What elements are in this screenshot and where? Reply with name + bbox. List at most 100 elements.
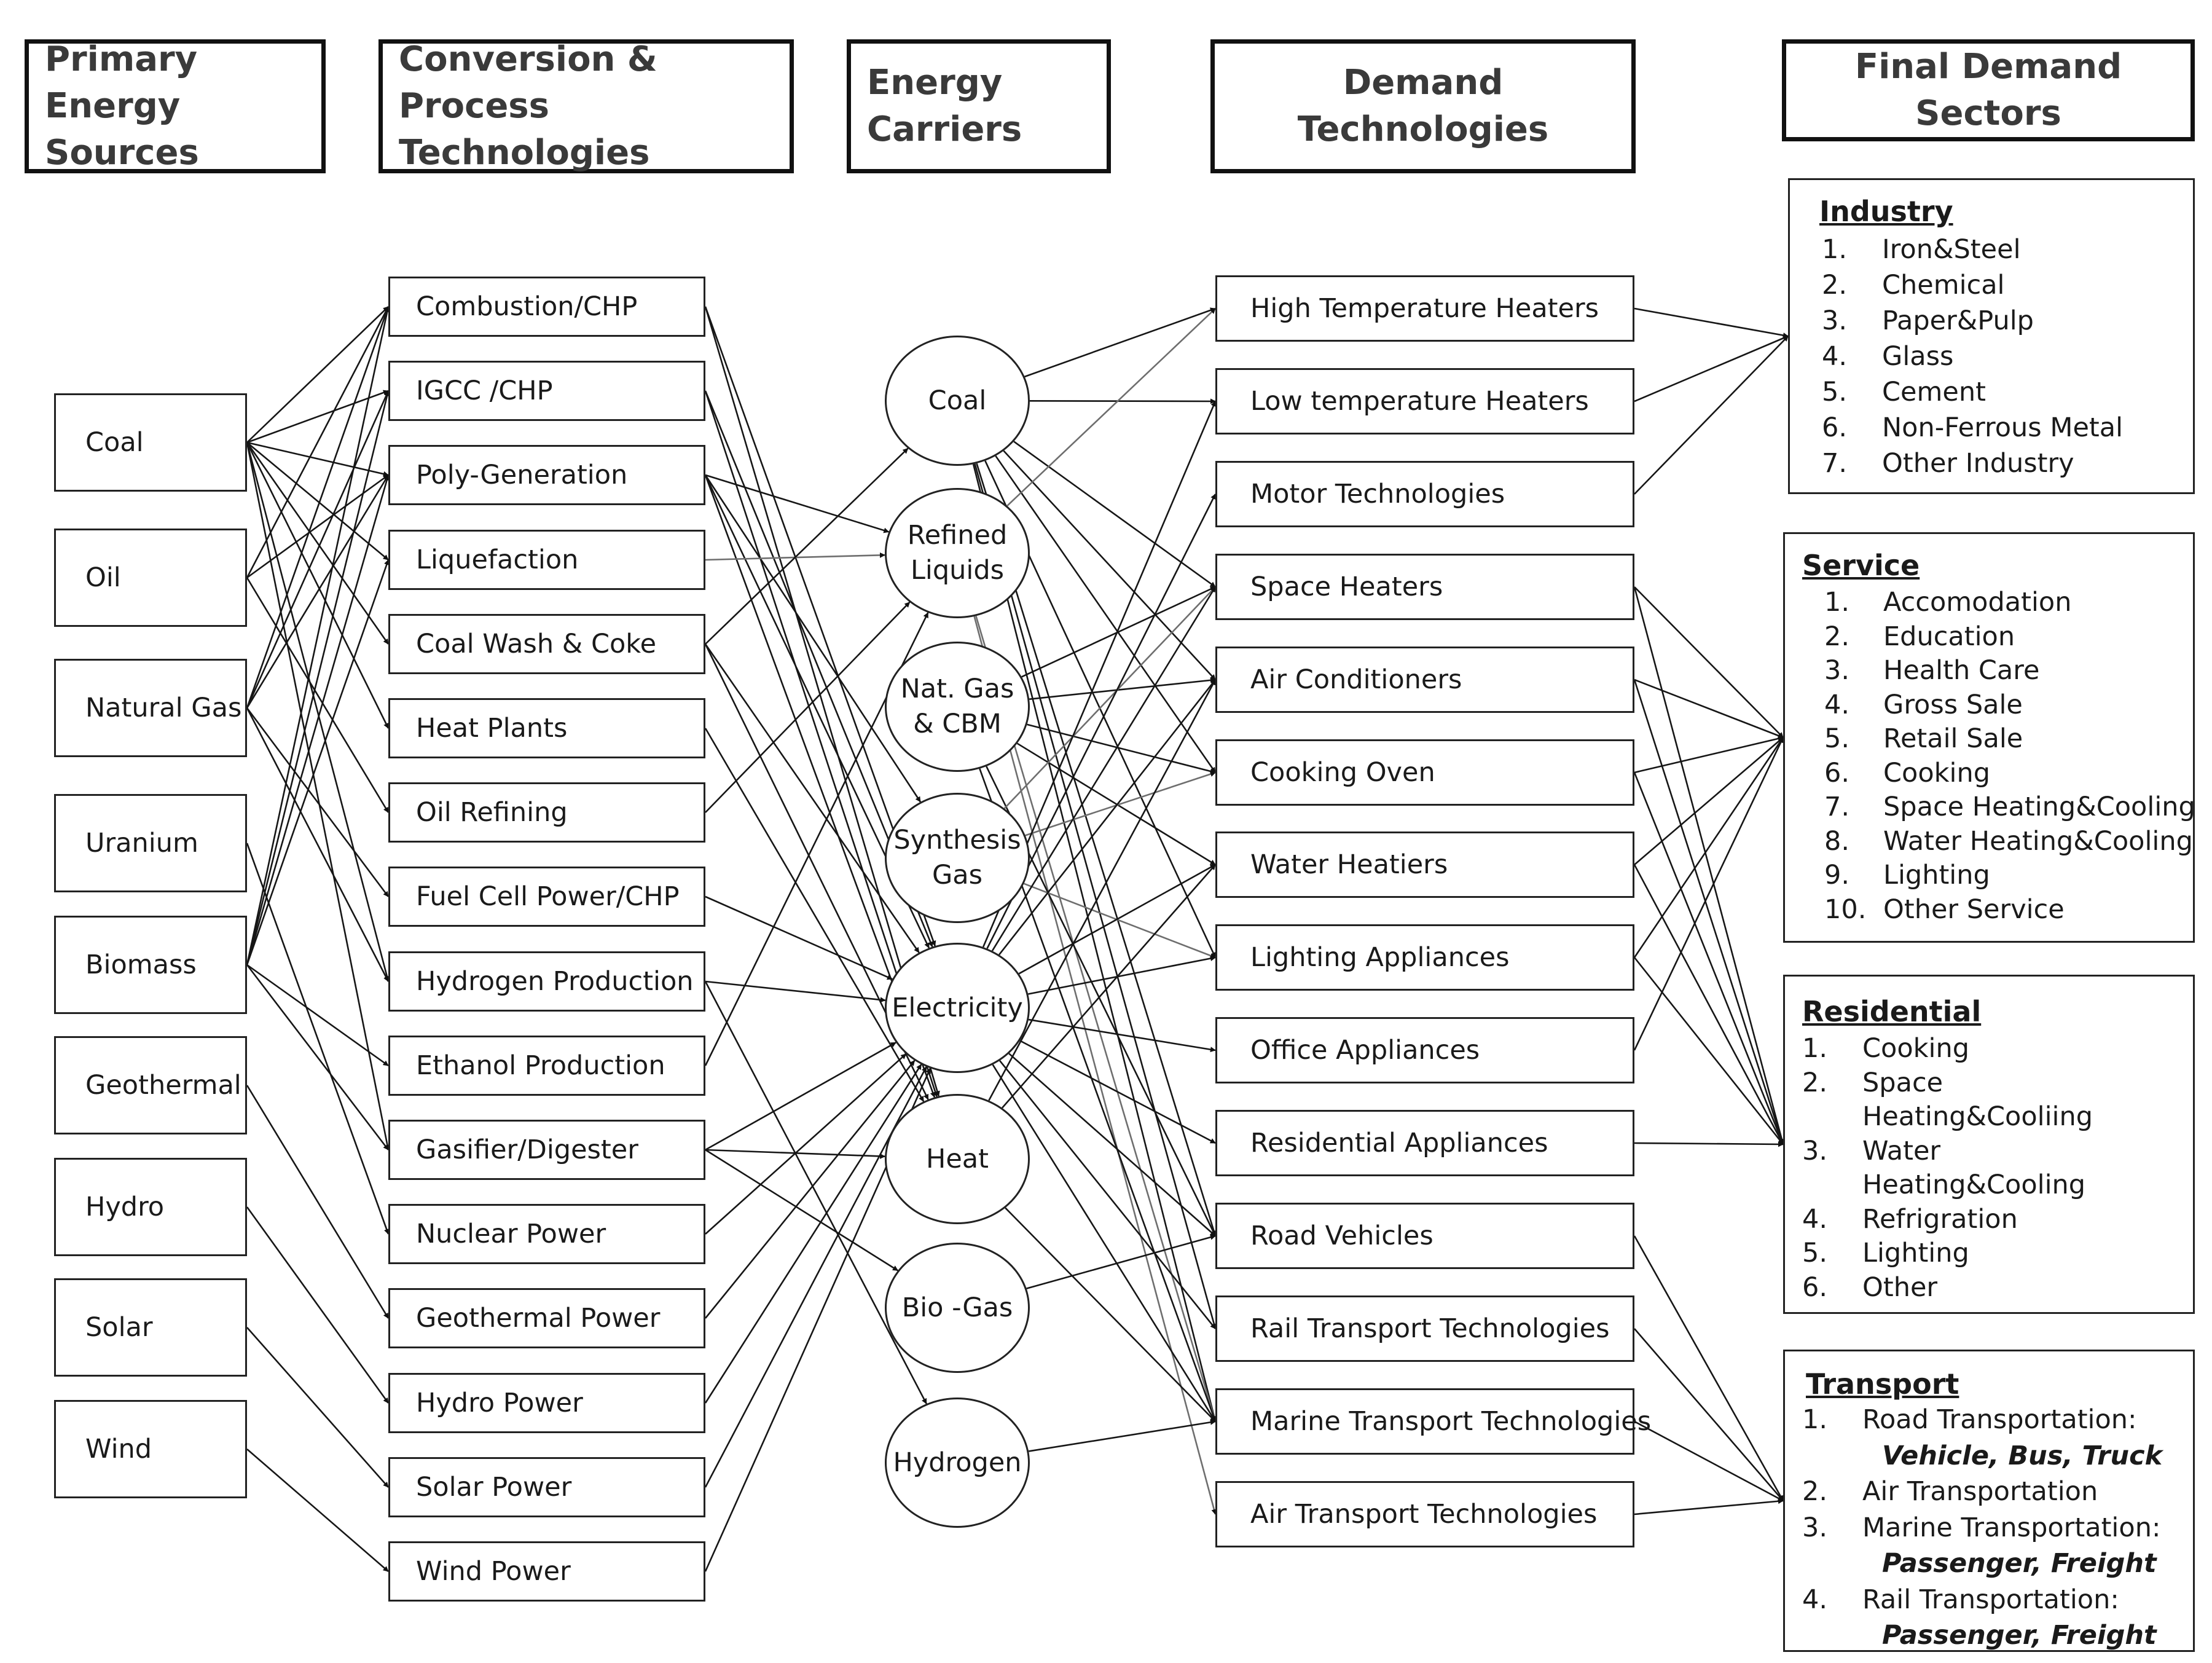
sector-item: 2.Air Transportation — [1785, 1476, 2197, 1511]
carrier-bio-gas: Bio -Gas — [885, 1243, 1030, 1373]
source-label: Solar — [85, 1312, 153, 1343]
edge-carrier-to-demand — [988, 679, 1217, 1101]
sector-item-text: Accomodation — [1883, 587, 2072, 618]
conversion-oil-refining: Oil Refining — [388, 782, 705, 843]
conversion-coal-wash-coke: Coal Wash & Coke — [388, 614, 705, 674]
sector-item-text: Water — [1862, 1135, 1941, 1166]
sector-item-number: 1. — [1802, 1033, 1828, 1064]
conversion-igcc-chp: IGCC /CHP — [388, 361, 705, 421]
sector-item: 7.Other Industry — [1790, 448, 2197, 482]
sector-item-text: Cooking — [1883, 757, 1991, 788]
edge-primary-to-conversion — [246, 441, 389, 477]
edge-demand-to-sector — [1634, 586, 1784, 738]
sector-item: 4.Rail Transportation: — [1785, 1584, 2197, 1619]
carrier-label-line: Liquids — [910, 555, 1005, 586]
sector-item-text: Other — [1862, 1272, 1938, 1303]
edge-conversion-to-carrier — [705, 601, 911, 813]
conversion-gasifier-digester: Gasifier/Digester — [388, 1120, 705, 1180]
demand-road-vehicles: Road Vehicles — [1215, 1203, 1634, 1269]
edge-primary-to-conversion — [246, 441, 389, 561]
edge-primary-to-conversion — [246, 442, 390, 729]
carrier-label-line: Coal — [928, 385, 987, 416]
conversion-label: IGCC /CHP — [416, 375, 553, 406]
source-geothermal: Geothermal — [54, 1036, 247, 1134]
carrier-nat-gas-cbm: Nat. Gas& CBM — [885, 642, 1030, 772]
edge-conversion-to-carrier — [705, 474, 890, 533]
conversion-nuclear-power: Nuclear Power — [388, 1204, 705, 1264]
conversion-liquefaction: Liquefaction — [388, 530, 705, 590]
edge-conversion-to-carrier — [705, 447, 909, 645]
conversion-label: Combustion/CHP — [416, 291, 638, 322]
carrier-label-line: Heat — [926, 1143, 989, 1174]
edge-carrier-to-demand — [1024, 307, 1216, 378]
edge-carrier-to-demand — [974, 463, 1217, 1329]
demand-office-appliances: Office Appliances — [1215, 1017, 1634, 1083]
header-sectors-text: Final Demand Sectors — [1786, 44, 2190, 137]
edge-demand-to-sector — [1633, 957, 1784, 1145]
sector-item: Heating&Cooliing — [1785, 1101, 2197, 1136]
carrier-label-line: Bio -Gas — [901, 1292, 1013, 1323]
header-line: Sources — [45, 133, 199, 173]
header-line: Conversion & Process — [399, 39, 657, 126]
edge-primary-to-conversion — [246, 1327, 389, 1488]
demand-label: High Temperature Heaters — [1250, 293, 1599, 324]
edge-conversion-to-carrier — [704, 306, 940, 1097]
conversion-label: Coal Wash & Coke — [416, 629, 657, 659]
sector-item: 2.Chemical — [1790, 270, 2197, 304]
sector-item-number: 4. — [1822, 341, 1848, 372]
sector-item: 6.Cooking — [1785, 758, 2197, 792]
demand-label: Residential Appliances — [1250, 1128, 1548, 1158]
edge-carrier-to-demand — [1003, 450, 1216, 680]
sector-item-number: 2. — [1802, 1067, 1828, 1098]
source-wind: Wind — [54, 1400, 247, 1498]
source-uranium: Uranium — [54, 794, 247, 892]
edge-demand-to-sector — [1633, 772, 1784, 1145]
sector-item-text: Retail Sale — [1883, 723, 2023, 754]
carrier-label-line: Nat. Gas — [900, 674, 1014, 704]
sector-title: Residential — [1802, 995, 1982, 1028]
edge-primary-to-conversion — [246, 306, 390, 578]
conversion-label: Fuel Cell Power/CHP — [416, 881, 680, 912]
source-solar: Solar — [54, 1278, 247, 1377]
source-coal: Coal — [54, 393, 247, 492]
demand-lighting-appliances: Lighting Appliances — [1215, 924, 1634, 991]
edge-carrier-to-demand — [1028, 1419, 1216, 1452]
sector-item-text: Glass — [1882, 341, 1954, 372]
edge-carrier-to-demand — [1013, 441, 1216, 588]
header-line: Primary Energy — [45, 39, 198, 126]
sector-item: 2.Education — [1785, 621, 2197, 656]
sector-item-text: Air Transportation — [1862, 1476, 2098, 1507]
edge-primary-to-conversion — [246, 442, 390, 645]
demand-rail-transport-technologies: Rail Transport Technologies — [1215, 1295, 1634, 1362]
header-line: Carriers — [867, 109, 1022, 149]
edge-demand-to-sector — [1633, 737, 1784, 958]
sector-item-number: 7. — [1824, 792, 1850, 822]
edge-demand-to-sector — [1634, 1420, 1784, 1502]
sector-item-text: Other Service — [1883, 894, 2065, 925]
demand-label: Cooking Oven — [1250, 757, 1435, 788]
demand-label: Space Heaters — [1250, 572, 1443, 602]
edge-demand-to-sector — [1634, 737, 1784, 865]
edge-primary-to-conversion — [246, 577, 390, 813]
edge-carrier-to-demand — [1025, 771, 1216, 836]
sector-item-number: 8. — [1824, 825, 1850, 857]
source-oil: Oil — [54, 529, 247, 627]
edge-conversion-to-carrier — [705, 895, 893, 980]
sector-item-text: Rail Transportation: — [1862, 1584, 2119, 1615]
sector-item-number: 10. — [1824, 894, 1867, 925]
sector-item-text: Iron&Steel — [1882, 234, 2021, 265]
sector-item-text: Gross Sale — [1883, 689, 2023, 720]
sector-item-text: Lighting — [1883, 860, 1990, 890]
edge-demand-to-sector — [1634, 335, 1789, 403]
sector-item-text: Cooking — [1862, 1033, 1970, 1064]
sector-item: 3.Paper&Pulp — [1790, 305, 2197, 340]
edge-conversion-to-carrier — [704, 981, 927, 1404]
sector-item-number: 6. — [1822, 412, 1848, 443]
edge-carrier-to-demand — [976, 463, 1217, 1236]
sector-item: 10. Other Service — [1785, 894, 2197, 929]
carrier-label: Electricity — [892, 991, 1023, 1026]
sector-item-number: 1. — [1802, 1404, 1828, 1435]
